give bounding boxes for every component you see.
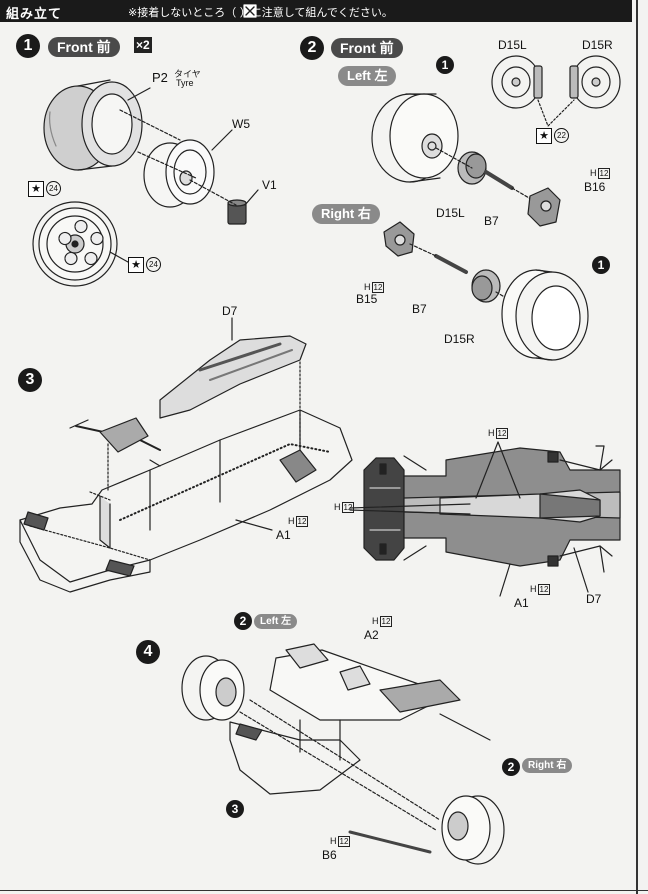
- step2-left-tyre: [371, 93, 459, 183]
- step2-label-d15r-top: D15R: [582, 38, 613, 52]
- step2-star-ref-22: 22: [554, 128, 569, 143]
- step3-chassis-iso: [19, 317, 353, 593]
- star-icon: ★: [128, 257, 144, 273]
- step2-left-tag: Left 左: [338, 66, 397, 86]
- step1-multiplier: ×2: [134, 37, 152, 53]
- step1-front-tag: Front 前: [48, 37, 120, 57]
- step2-front-tag: Front 前: [331, 38, 403, 58]
- step2-right-tag: Right 右: [312, 204, 380, 224]
- step4-label-a2: A2: [364, 628, 379, 642]
- step4-ref-2b: 2: [502, 758, 520, 776]
- step2-label-b16: B16: [584, 180, 606, 194]
- star-icon: ★: [536, 128, 552, 144]
- step1-wheel-front-view: [32, 201, 118, 287]
- step-2-number: 2: [300, 36, 324, 60]
- page-bottom-line: [0, 890, 648, 891]
- step3-label-a1b: A1: [514, 596, 529, 610]
- step4-ref-3: 3: [226, 800, 244, 818]
- step1-star-ref-a: 24: [46, 181, 61, 196]
- page-edge: [636, 0, 638, 894]
- step1-label-p2: P2: [152, 70, 168, 85]
- step2-right-tyre: [501, 269, 589, 361]
- step2-right-hub: [409, 243, 531, 313]
- step1-label-v1: V1: [262, 178, 277, 192]
- step1-label-w5: W5: [232, 117, 250, 131]
- step1-star-ref-b: 24: [146, 257, 161, 272]
- step1-guide-lines: [119, 109, 197, 179]
- step-1-number: 1: [16, 34, 40, 58]
- step2-label-d15l-top: D15L: [498, 38, 527, 52]
- step1-label-tyre-en: Tyre: [176, 78, 194, 88]
- step1-label-tyre-jp: タイヤ: [174, 69, 201, 79]
- no-glue-icon: [243, 4, 257, 18]
- step2-label-d15r: D15R: [444, 332, 475, 346]
- step2-label-d15l: D15L: [436, 206, 465, 220]
- step2-left-upright: [527, 187, 561, 227]
- step3-label-d7: D7: [222, 304, 238, 318]
- step2-right-upright: [383, 221, 415, 257]
- step4-label-b6: B6: [322, 848, 337, 862]
- header-note: ※接着しないところ（ ）に注意して組んでください。: [128, 6, 393, 19]
- step2-ref-1a: 1: [436, 56, 454, 74]
- step2-label-b7b: B7: [412, 302, 427, 316]
- step4-ref-2a: 2: [234, 612, 252, 630]
- step4-right-tag: Right 右: [522, 758, 573, 773]
- step1-wheel-w5: [143, 139, 215, 208]
- page-header: 組み立て ※接着しないところ（ ）に注意して組んでください。: [0, 0, 632, 22]
- star-icon: ★: [28, 181, 44, 197]
- step2-brake-discs: [491, 55, 621, 127]
- step2-ref-1b: 1: [592, 256, 610, 274]
- step3-h12-leaders: [349, 503, 471, 515]
- header-title: 組み立て: [6, 7, 63, 22]
- step4-assembly: [181, 643, 505, 865]
- step3-label-d7b: D7: [586, 592, 602, 606]
- step1-tyre: [43, 79, 143, 171]
- step-3-number: 3: [18, 368, 42, 392]
- step3-label-a1: A1: [276, 528, 291, 542]
- step2-label-b7a: B7: [484, 214, 499, 228]
- step2-label-b15: B15: [356, 292, 378, 306]
- step1-cap-v1: [227, 199, 247, 225]
- step4-left-tag: Left 左: [254, 614, 298, 629]
- step-4-number: 4: [136, 640, 160, 664]
- step3-chassis-plan: [363, 445, 621, 573]
- step2-left-hub: [435, 147, 537, 203]
